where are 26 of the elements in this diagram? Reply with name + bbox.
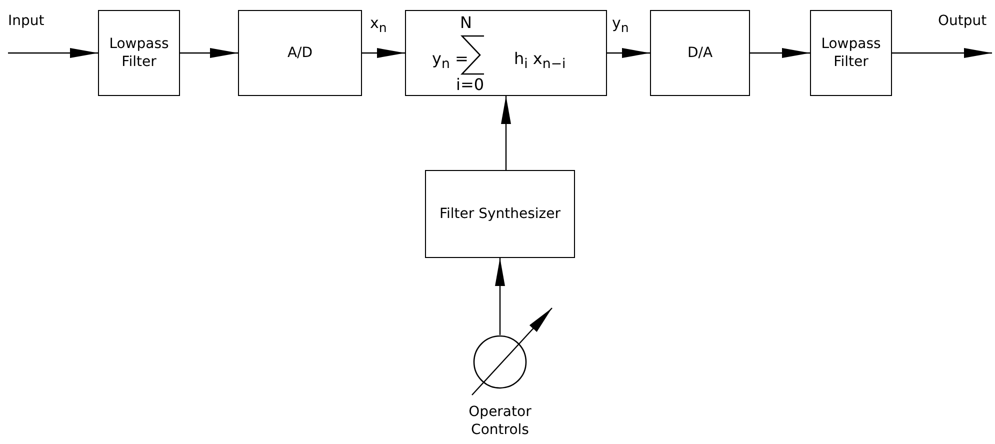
box-label: D/A	[687, 44, 713, 62]
box-label: A/D	[287, 44, 313, 62]
arrow	[8, 48, 98, 58]
equation-term: h$_{i}$ x$_{n−i}$	[514, 49, 566, 72]
converter-box	[238, 10, 362, 96]
box-label: Lowpass Filter	[820, 34, 882, 72]
input-label: Input	[8, 12, 44, 30]
arrow	[607, 48, 650, 58]
arrow	[750, 48, 810, 58]
arrow	[892, 48, 992, 58]
arrow	[362, 48, 405, 58]
box-label: Filter Synthesizer	[439, 204, 561, 224]
arrow	[495, 258, 505, 335]
equation-term: y$_{n}$ =	[432, 49, 468, 72]
lowpass-filter-box	[810, 10, 892, 96]
filter-equation-box	[405, 10, 607, 96]
box-label: Lowpass Filter	[108, 34, 170, 72]
sum-limit: i=0	[456, 75, 484, 94]
converter-box	[650, 10, 750, 96]
synthesizer-box	[425, 170, 575, 258]
sum-limit: N	[460, 13, 472, 32]
arrow	[501, 96, 511, 170]
lowpass-filter-box	[98, 10, 180, 96]
knob-caption: Operator Controls	[468, 403, 532, 440]
arrow	[180, 48, 238, 58]
output-label: Output	[938, 12, 987, 30]
